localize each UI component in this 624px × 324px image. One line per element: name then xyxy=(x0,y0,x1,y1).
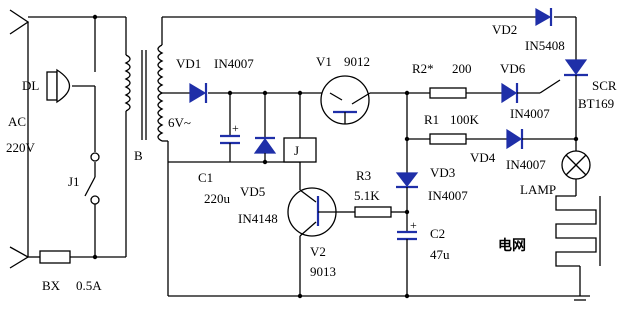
label-relay: J xyxy=(294,143,299,158)
diode-vd5 xyxy=(253,90,277,165)
transistor-v2 xyxy=(287,187,340,299)
label-c1: C1 xyxy=(198,170,213,185)
label-vd3: VD3 xyxy=(430,165,455,180)
label-r3: R3 xyxy=(356,168,371,183)
label-v2-part: 9013 xyxy=(310,264,336,279)
label-grid: 电网 xyxy=(498,237,526,254)
capacitor-c2: + xyxy=(397,218,417,299)
label-vd1: VD1 xyxy=(176,56,201,71)
diode-vd3 xyxy=(395,136,419,232)
diode-vd4 xyxy=(506,128,579,150)
label-r2-value: 200 xyxy=(452,61,472,76)
ac-terminal-top xyxy=(9,9,30,35)
label-lamp: LAMP xyxy=(520,182,556,197)
label-vd2: VD2 xyxy=(492,22,517,37)
label-vd4: VD4 xyxy=(470,150,496,165)
fuse-bx xyxy=(39,14,126,264)
label-scr-part: BT169 xyxy=(578,96,614,111)
label-j1: J1 xyxy=(68,174,80,189)
buzzer-dl xyxy=(46,17,100,162)
label-vd5: VD5 xyxy=(240,184,265,199)
label-secondary: 6V~ xyxy=(168,115,191,130)
label-c2-value: 47u xyxy=(430,247,450,262)
label-r1-value: 100K xyxy=(450,112,480,127)
scr-bt169 xyxy=(564,59,588,139)
label-r3-value: 5.1K xyxy=(354,188,380,203)
label-c2: C2 xyxy=(430,226,445,241)
label-c1-value: 220u xyxy=(204,191,231,206)
electric-grid xyxy=(555,195,601,301)
label-vd1-part: IN4007 xyxy=(214,56,254,71)
label-bx: BX xyxy=(42,278,61,293)
transformer-b xyxy=(124,17,169,296)
ac-terminal-bottom xyxy=(9,246,30,269)
svg-text:+: + xyxy=(410,218,417,232)
capacitor-c1: + xyxy=(168,90,300,163)
label-vd2-part: IN5408 xyxy=(525,38,565,53)
label-vd5-part: IN4148 xyxy=(238,211,278,226)
resistor-r3 xyxy=(340,206,410,218)
transistor-v1 xyxy=(320,75,430,125)
relay-contact-j1 xyxy=(84,162,100,257)
svg-text:+: + xyxy=(232,121,239,135)
top-rail xyxy=(162,16,577,60)
diode-vd1 xyxy=(189,82,208,104)
label-scr: SCR xyxy=(592,78,617,93)
label-voltage: 220V xyxy=(6,140,36,155)
label-v2: V2 xyxy=(310,244,326,259)
label-r2: R2* xyxy=(412,61,434,76)
label-b: B xyxy=(134,148,143,163)
label-vd6: VD6 xyxy=(500,61,526,76)
relay-coil-j xyxy=(283,90,317,190)
label-vd6-part: IN4007 xyxy=(510,106,550,121)
label-vd3-part: IN4007 xyxy=(428,188,468,203)
lamp xyxy=(561,139,591,196)
label-r1: R1 xyxy=(424,112,439,127)
diode-vd6 xyxy=(501,79,561,104)
label-v1-part: 9012 xyxy=(344,54,370,69)
ac-input xyxy=(9,9,126,269)
diode-vd2 xyxy=(535,7,553,27)
label-v1: V1 xyxy=(316,54,332,69)
label-ac: AC xyxy=(8,114,26,129)
label-fuse-rating: 0.5A xyxy=(76,278,102,293)
resistor-r1 xyxy=(406,93,507,145)
label-vd4-part: IN4007 xyxy=(506,157,546,172)
label-dl: DL xyxy=(22,78,39,93)
